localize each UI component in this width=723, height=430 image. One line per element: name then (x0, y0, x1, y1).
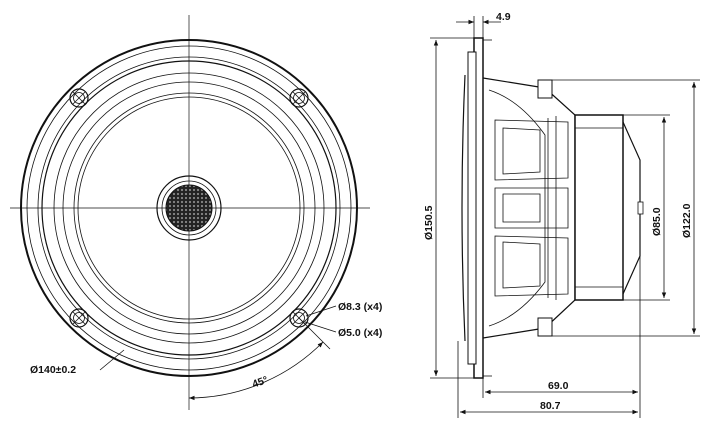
angle-extension-line (298, 317, 331, 350)
tweeter-mesh (165, 184, 213, 232)
cone-outer (73, 92, 305, 324)
basket-depth-label: 69.0 (548, 380, 569, 392)
basket-inner (488, 89, 546, 327)
frame-diameter-leader (99, 349, 125, 371)
mounting-hole-top-left (69, 88, 89, 108)
basket-window-1-inner (502, 127, 541, 175)
hole-diameter-label: Ø8.3 (x4) (338, 301, 382, 313)
hole-diameter-label-2: Ø5.0 (x4) (338, 327, 382, 339)
magnet-diameter-label: Ø85.0 (651, 207, 663, 236)
angle-dimension-arc (188, 341, 324, 401)
back-cap (622, 121, 641, 295)
front-view: Ø8.3 (x4) Ø5.0 (x4) Ø140±0.2 45° (10, 15, 382, 410)
cone-inner (77, 96, 301, 320)
angle-label: 45° (251, 374, 270, 391)
hole-leader-2 (304, 321, 337, 333)
vent-plug (637, 201, 644, 215)
terminal-top (537, 79, 553, 99)
mounting-hole-bottom-left (69, 308, 89, 328)
basket-diameter-label: Ø122.0 (681, 203, 693, 238)
flange-thickness-label: 4.9 (496, 11, 511, 23)
surround-curve (461, 74, 466, 342)
surround-inner (62, 81, 316, 335)
total-depth-label: 80.7 (540, 400, 561, 412)
surround-profile (467, 51, 477, 365)
basket-window-2-inner (502, 193, 541, 223)
mounting-hole-top-right (289, 88, 309, 108)
tweeter-ring (156, 175, 222, 241)
terminal-bottom (537, 317, 553, 337)
basket-window-3-inner (502, 241, 541, 289)
magnet (574, 114, 624, 301)
basket-window-3 (494, 235, 569, 297)
basket-window-2 (494, 187, 569, 229)
hole-leader-1 (305, 305, 337, 317)
basket-outline (482, 77, 576, 339)
frame-diameter-label: Ø140±0.2 (30, 364, 76, 376)
side-view: 4.9 Ø150.5 Ø85.0 Ø122.0 69.0 80.7 (423, 11, 700, 418)
overall-diameter-label: Ø150.5 (423, 205, 435, 240)
tweeter-flange (161, 180, 217, 236)
basket-window-1 (494, 119, 569, 181)
